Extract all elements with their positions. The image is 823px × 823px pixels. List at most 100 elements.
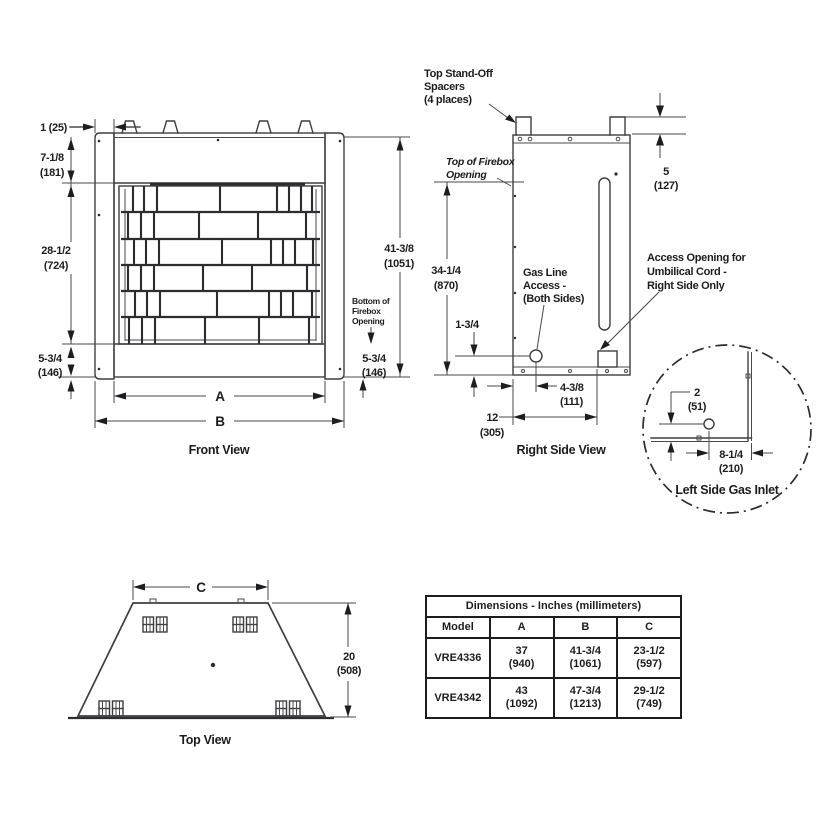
dim-opening-h-in: 28-1/2 [41,245,71,257]
dim-bottom-right-in: 5-3/4 [362,353,387,365]
umbilical-access-opening [597,350,618,368]
dim-down-in: 2 [694,387,700,399]
col-header-c: C [616,616,682,639]
dim-opening-h-mm: (724) [44,260,69,272]
note-top-firebox-1: Top of Firebox [446,156,516,168]
c-cell: 23-1/2(597) [616,637,682,679]
note-spacers-3: (4 places) [424,94,472,106]
dimensions-table: Dimensions - Inches (millimeters) Model … [425,595,682,719]
dim-top-panel-in: 7-1/8 [40,152,64,164]
top-view-caption: Top View [179,733,231,747]
model-cell: VRE4336 [425,637,491,679]
front-body [113,132,326,378]
dim-spacer-in: 5 [663,166,669,178]
table-title-row: Dimensions - Inches (millimeters) [425,595,682,618]
top-view: C 20 (508) Top View [68,580,362,747]
front-dim-bottom-left: 5-3/4 (146) [38,346,95,399]
dim-top-depth-in: 20 [343,651,355,663]
gas-inlet-detail: 2 (51) 8-1/4 (210) Left Side Gas Inlet [642,344,812,514]
dim-bottom-left-in: 5-3/4 [38,353,63,365]
side-spacer-tab-left [515,116,532,136]
front-left-pillar [94,132,115,380]
note-top-firebox-2: Opening [446,169,487,181]
a-cell: 43(1092) [488,677,555,719]
front-dim-flange: 1 (25) [40,119,141,134]
dim-depth-in: 12 [486,412,498,424]
dim-a-label: A [215,389,225,404]
dim-c-label: C [196,580,206,595]
top-dim-c: C [132,580,269,600]
b-cell: 47-3/4(1213) [552,677,619,719]
dim-spacer-mm: (127) [654,180,679,192]
dim-gas-up-label: 1-3/4 [455,319,480,331]
note-access-2: Umbilical Cord - [647,266,727,278]
note-gas-3: (Both Sides) [523,293,585,305]
gas-line-access-hole [529,349,543,363]
note-gas-2: Access - [523,280,566,292]
note-access-1: Access Opening for [647,252,747,264]
dim-top-depth-mm: (508) [337,665,362,677]
dim-spacer-height: 5 (127) [625,93,686,192]
a-cell: 37(940) [488,637,555,679]
detail-dim-right: 8-1/4 (210) [667,431,773,475]
dim-right-mm: (210) [719,463,744,475]
right-side-view: Top Stand-Off Spacers (4 places) Top of … [424,68,747,457]
side-spacer-tab-right [609,116,626,136]
brick-firebox [118,182,323,345]
dim-gas-x-in: 4-3/8 [560,382,584,394]
gas-inlet-hole [703,418,715,430]
note-umbilical-access: Access Opening for Umbilical Cord - Righ… [600,252,747,350]
dim-gas-up: 1-3/4 [455,319,530,397]
note-gas-1: Gas Line [523,267,567,279]
detail-dim-down: 2 (51) [667,387,707,424]
right-side-view-caption: Right Side View [516,443,606,457]
top-view-outline [76,602,327,717]
front-view-caption: Front View [189,443,250,457]
dim-right-in: 8-1/4 [719,449,744,461]
dim-depth-mm: (305) [480,427,505,439]
c-cell: 29-1/2(749) [616,677,682,719]
col-header-a: A [488,616,555,639]
col-header-model: Model [425,616,491,639]
front-dim-total-height: 41-3/8 (1051) [344,136,415,378]
dim-flange-label: 1 (25) [40,122,68,134]
note-gas-line: Gas Line Access - (Both Sides) [523,267,585,350]
note-spacers: Top Stand-Off Spacers (4 places) [424,68,516,123]
table-row: VRE4336 37(940) 41-3/4(1061) 23-1/2(597) [425,637,682,679]
spacer-bracket [98,700,124,717]
dim-total-h-in: 41-3/8 [384,243,414,255]
col-header-b: B [552,616,619,639]
side-slot [598,177,611,331]
front-note-bottom-firebox: Bottom of Firebox Opening 5-3/4 (146) [352,296,390,398]
front-right-pillar [324,132,345,380]
front-dim-b: B [94,381,345,429]
dim-firebox-height: 34-1/4 (870) [431,182,513,376]
note-bfo-1: Bottom of [352,296,390,306]
dim-total-h-mm: (1051) [384,258,415,270]
table-row: VRE4342 43(1092) 47-3/4(1213) 29-1/2(749… [425,677,682,719]
detail-boundary-circle [642,344,812,514]
dim-top-panel-mm: (181) [40,167,65,179]
spacer-bracket [232,616,258,633]
dim-down-mm: (51) [688,401,707,413]
side-body [512,134,631,376]
dim-b-label: B [215,414,225,429]
note-access-3: Right Side Only [647,280,726,292]
note-bfo-2: Firebox [352,306,381,316]
front-dim-opening-height: 28-1/2 (724) [41,183,114,345]
note-spacers-1: Top Stand-Off [424,68,493,80]
dim-depth: 12 (305) [480,369,598,439]
note-top-firebox: Top of Firebox Opening [434,156,524,187]
dim-bottom-left-mm: (146) [38,367,63,379]
front-view: 1 (25) 7-1/8 (181) 28-1/2 (724) [38,119,415,457]
front-top-spacer-tabs [121,120,314,134]
gas-inlet-caption: Left Side Gas Inlet [675,483,779,497]
note-spacers-2: Spacers [424,81,465,93]
spacer-bracket [275,700,301,717]
spacer-bracket [142,616,168,633]
top-dim-depth: 20 (508) [272,602,362,718]
table-header-row: Model A B C [425,616,682,639]
dim-gas-x-mm: (111) [560,396,584,408]
table-title: Dimensions - Inches (millimeters) [425,595,682,618]
